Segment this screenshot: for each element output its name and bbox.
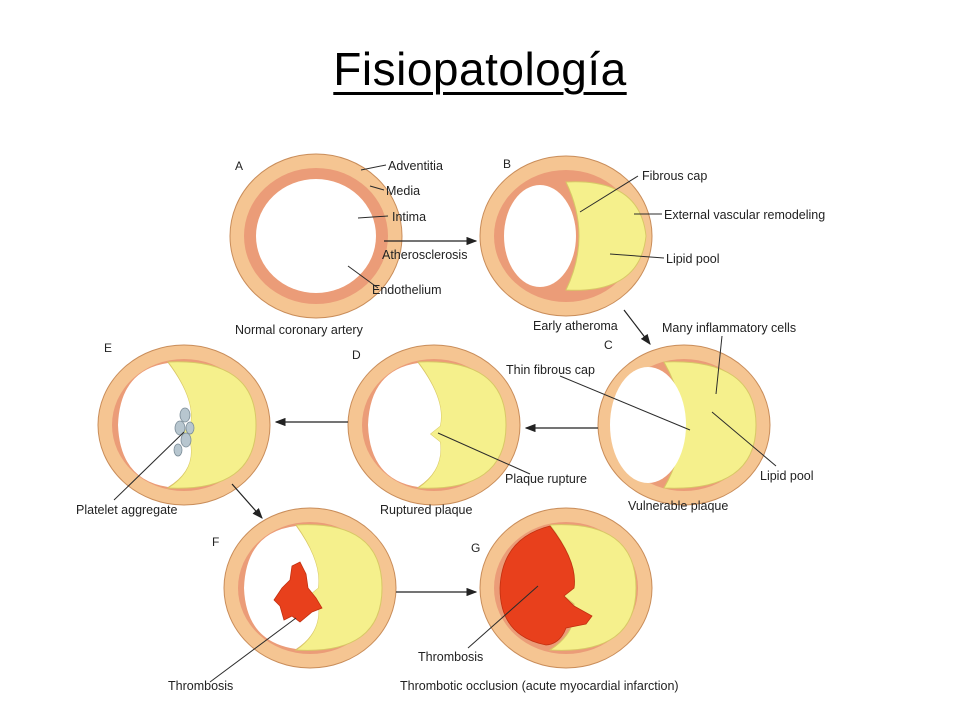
label-fibrous-cap: Fibrous cap [642,169,707,183]
label-endothelium: Endothelium [372,283,442,297]
label-lipid-pool-c: Lipid pool [760,469,814,483]
artery-a [229,153,403,319]
artery-d [347,344,521,506]
caption-a: Normal coronary artery [235,323,364,337]
artery-g [479,507,653,669]
stage-letter-f: F [212,535,219,549]
label-many-inflammatory: Many inflammatory cells [662,321,796,335]
caption-c: Vulnerable plaque [628,499,728,513]
label-adventitia: Adventitia [388,159,443,173]
arrow-b-to-c [623,309,651,345]
label-plaque-rupture: Plaque rupture [505,472,587,486]
caption-e: Platelet aggregate [76,503,178,517]
artery-b [479,155,653,317]
arrow-e-to-f [231,483,263,519]
stage-letter-a: A [235,159,243,173]
platelet-cluster [173,407,195,457]
page-title: Fisiopatología [333,43,627,95]
caption-g: Thrombotic occlusion (acute myocardial i… [400,679,679,693]
caption-d: Ruptured plaque [380,503,472,517]
label-media: Media [386,184,420,198]
stage-letter-c: C [604,338,613,352]
caption-f: Thrombosis [168,679,233,693]
stage-letter-d: D [352,348,361,362]
label-thin-fibrous-cap: Thin fibrous cap [506,363,595,377]
artery-f [223,507,397,669]
caption-b: Early atheroma [533,319,618,333]
label-atherosclerosis: Atherosclerosis [382,248,467,262]
label-lipid-pool-b: Lipid pool [666,252,720,266]
stage-letter-g: G [471,541,480,555]
label-thrombosis-g: Thrombosis [418,650,483,664]
stage-letter-e: E [104,341,112,355]
label-intima: Intima [392,210,426,224]
stage-letter-b: B [503,157,511,171]
artery-e [97,344,271,506]
artery-c [597,344,771,506]
label-external-remodeling: External vascular remodeling [664,208,825,222]
